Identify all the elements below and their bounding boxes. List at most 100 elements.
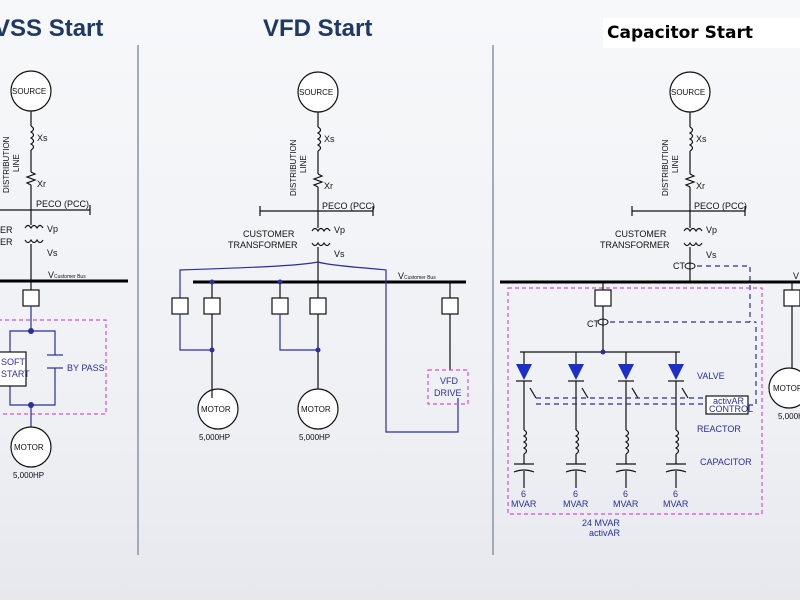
valve-thyristor-1	[516, 364, 532, 380]
xr-label: Xr	[324, 181, 333, 191]
transformer-primary	[311, 227, 331, 233]
xs-label: Xs	[324, 134, 335, 144]
v-customer-bus-label: V	[793, 271, 799, 281]
reactor-3	[624, 429, 630, 455]
distribution-line-label-2: LINE	[12, 154, 21, 172]
vp-label: Vp	[706, 225, 717, 235]
right-motor-circle	[768, 367, 800, 409]
mvar-2-unit: MVAR	[563, 499, 589, 509]
xs-label: Xs	[696, 134, 707, 144]
vp-label: Vp	[334, 225, 345, 235]
soft-start-box	[0, 351, 27, 387]
transformer-secondary	[311, 241, 331, 247]
branch-1: 6 MVAR	[511, 352, 537, 509]
peco-label: PECO (PCC)	[694, 201, 747, 211]
activar-dashed-box	[507, 287, 763, 515]
vfd-column: SOURCE Xs DISTRIBUTION LINE Xr PECO (PCC…	[171, 71, 469, 442]
vfd-drive-label-2: DRIVE	[434, 388, 462, 398]
transformer-secondary	[683, 241, 703, 247]
reactor-label: REACTOR	[697, 424, 741, 434]
title-vss-start: VSS Start	[0, 15, 103, 42]
motor-1-hp-label: 5,000HP	[199, 433, 230, 442]
breaker-box-3	[441, 297, 459, 315]
soft-start-dashed-box	[0, 319, 107, 415]
customer-transformer-label-1: CUSTOMER	[243, 229, 295, 239]
reactor-1	[522, 429, 528, 455]
bypass-label: BY PASS	[67, 363, 105, 373]
distribution-line-label-1: DISTRIBUTION	[2, 136, 11, 193]
source-label: SOURCE	[299, 88, 333, 97]
distribution-line-label-1: DISTRIBUTION	[661, 139, 670, 196]
right-motor-label: MOTOR	[773, 384, 800, 393]
motor-2-hp-label: 5,000HP	[299, 433, 330, 442]
soft-start-label-1: SOFT	[1, 357, 26, 367]
xr-resistor	[684, 173, 696, 188]
distribution-line-label-1: DISTRIBUTION	[289, 139, 298, 196]
left-transformer-fragment-1: ER	[0, 225, 13, 235]
right-breaker-box	[783, 289, 800, 307]
reactor-2	[574, 429, 580, 455]
mvar-1-unit: MVAR	[511, 499, 537, 509]
mvar-3-unit: MVAR	[613, 499, 639, 509]
customer-transformer-label-2: TRANSFORMER	[600, 240, 670, 250]
valve-thyristor-3	[618, 364, 634, 380]
vfd-drive-box	[427, 369, 469, 405]
mvar-4-value: 6	[673, 489, 678, 499]
motor-2-circle	[297, 388, 339, 430]
motor-2-label: MOTOR	[301, 405, 331, 414]
xs-inductor	[29, 125, 35, 151]
branch-2: 6 MVAR	[563, 352, 589, 509]
customer-transformer-label-1: CUSTOMER	[615, 229, 667, 239]
breaker-box	[22, 289, 40, 307]
customer-transformer-label-2: TRANSFORMER	[228, 240, 298, 250]
xr-resistor	[312, 173, 324, 188]
mvar-2-value: 6	[573, 489, 578, 499]
v-customer-bus-label: VCustomer Bus	[398, 271, 436, 281]
mvar-1-value: 6	[521, 489, 526, 499]
activar-control-label-1: activAR	[713, 396, 745, 406]
motor-label: MOTOR	[14, 443, 44, 452]
source-label: SOURCE	[12, 87, 46, 96]
source-label: SOURCE	[671, 88, 705, 97]
mvar-4-unit: MVAR	[663, 499, 689, 509]
valve-label: VALVE	[697, 371, 725, 381]
vs-label: Vs	[47, 248, 58, 258]
xs-inductor	[688, 126, 694, 152]
activar-control-label-2: CONTROL	[709, 404, 753, 414]
peco-label: PECO (PCC)	[36, 199, 89, 209]
branch-4: 6 MVAR	[663, 352, 689, 509]
bypass-box-1	[171, 297, 189, 315]
motor-circle	[10, 426, 52, 468]
valve-thyristor-2	[568, 364, 584, 380]
xr-resistor	[25, 171, 37, 186]
bypass-box-2	[271, 297, 289, 315]
vss-column: SOURCE Xs DISTRIBUTION LINE Xr PECO (PCC…	[0, 70, 128, 480]
branch-3: 6 MVAR	[613, 352, 639, 509]
xr-label: Xr	[696, 181, 705, 191]
capacitor-label: CAPACITOR	[700, 457, 752, 467]
xs-label: Xs	[37, 133, 48, 143]
title-vfd-start: VFD Start	[263, 15, 372, 42]
motor-1-circle	[197, 388, 239, 430]
vs-label: Vs	[706, 250, 717, 260]
xr-label: Xr	[37, 179, 46, 189]
vs-label: Vs	[334, 249, 345, 259]
mvar-3-value: 6	[623, 489, 628, 499]
distribution-line-label-2: LINE	[299, 155, 308, 173]
title-capacitor-start: Capacitor Start	[603, 18, 800, 48]
right-motor-hp-label: 5,000HP	[778, 412, 800, 421]
motor-1-label: MOTOR	[201, 405, 231, 414]
transformer-primary	[683, 227, 703, 233]
motor-hp-label: 5,000HP	[13, 471, 44, 480]
transformer-secondary	[24, 238, 44, 244]
ct-label-1: CT	[673, 261, 685, 271]
peco-label: PECO (PCC)	[322, 201, 375, 211]
distribution-line-label-2: LINE	[671, 155, 680, 173]
ct-label-2: CT	[587, 319, 599, 329]
reactor-4	[674, 429, 680, 455]
activar-label: activAR	[589, 528, 621, 538]
left-transformer-fragment-2: ER	[0, 237, 13, 247]
capacitor-column: SOURCE Xs DISTRIBUTION LINE Xr PECO (PCC…	[500, 71, 800, 538]
